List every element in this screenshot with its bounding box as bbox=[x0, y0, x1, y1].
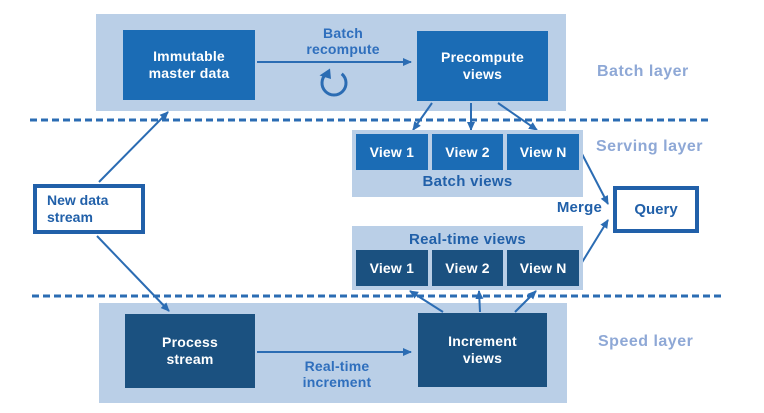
batch-layer-label: Batch layer bbox=[597, 63, 689, 80]
node-label-line: views bbox=[462, 350, 503, 366]
new-data-stream-node[interactable]: New data stream bbox=[33, 184, 145, 234]
node-label-line: Process bbox=[162, 334, 218, 350]
increment-views-node[interactable]: Increment views bbox=[418, 313, 547, 387]
node-label-line: Precompute bbox=[441, 49, 524, 65]
batch-recompute-label: Batch recompute bbox=[293, 25, 393, 57]
node-label-line: Immutable bbox=[153, 48, 225, 64]
batch-view-2[interactable]: View 2 bbox=[431, 134, 504, 170]
node-label-line: New data bbox=[47, 192, 109, 208]
edge-label-line: Real-time bbox=[304, 358, 370, 374]
realtime-view-2[interactable]: View 2 bbox=[431, 250, 504, 286]
edge-label-line: recompute bbox=[306, 41, 380, 57]
realtime-views-container: Real-time views View 1 View 2 View N bbox=[352, 226, 583, 290]
batch-view-n[interactable]: View N bbox=[507, 134, 580, 170]
realtime-increment-label: Real-time increment bbox=[287, 358, 387, 390]
process-stream-node[interactable]: Process stream bbox=[125, 314, 255, 388]
node-label-line: stream bbox=[166, 351, 214, 367]
arrow-newdata-to-process bbox=[96, 235, 170, 312]
batch-views-group-label: Batch views bbox=[422, 173, 513, 190]
serving-layer-label: Serving layer bbox=[596, 138, 703, 155]
immutable-master-data-node[interactable]: Immutable master data bbox=[123, 30, 255, 100]
query-node[interactable]: Query bbox=[613, 186, 699, 233]
speed-layer-label: Speed layer bbox=[598, 333, 694, 350]
arrow-realtimeviews-to-query bbox=[580, 219, 609, 265]
node-label-line: views bbox=[462, 66, 503, 82]
arrow-newdata-to-immutable bbox=[98, 111, 169, 183]
edge-label-line: increment bbox=[302, 374, 372, 390]
realtime-views-group-label: Real-time views bbox=[408, 231, 527, 248]
realtime-view-n[interactable]: View N bbox=[507, 250, 580, 286]
realtime-views-row: View 1 View 2 View N bbox=[356, 250, 580, 286]
node-label-line: Increment bbox=[448, 333, 517, 349]
precompute-views-node[interactable]: Precompute views bbox=[417, 31, 548, 101]
arrow-batchviews-to-query bbox=[580, 151, 609, 205]
batch-view-1[interactable]: View 1 bbox=[356, 134, 428, 170]
edge-label-line: Batch bbox=[323, 25, 363, 41]
node-label-line: stream bbox=[47, 209, 93, 225]
batch-views-container: View 1 View 2 View N Batch views bbox=[352, 130, 583, 197]
batch-views-row: View 1 View 2 View N bbox=[356, 134, 580, 170]
merge-label: Merge bbox=[556, 199, 602, 216]
realtime-view-1[interactable]: View 1 bbox=[356, 250, 428, 286]
node-label-line: master data bbox=[148, 65, 230, 81]
